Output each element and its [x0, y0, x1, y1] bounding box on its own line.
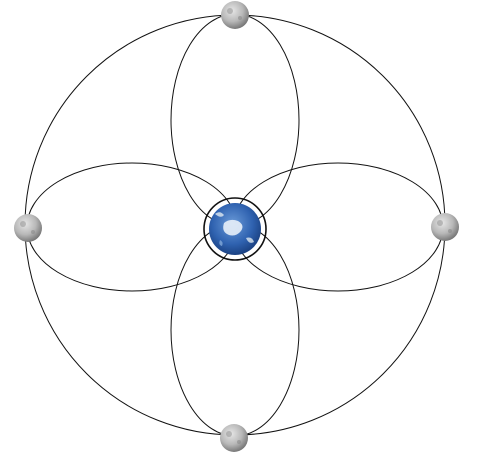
inner-orbit [203, 197, 267, 261]
orbit-right [232, 162, 444, 292]
moon-icon-left [14, 214, 42, 242]
moon-icon-bottom [220, 424, 248, 452]
orbit-bottom [170, 223, 300, 437]
moon-icon-right [431, 213, 459, 241]
earth-icon [209, 203, 261, 255]
orbit-top [170, 13, 300, 227]
orbit-left [26, 162, 238, 292]
moon-icon-top [221, 1, 249, 29]
